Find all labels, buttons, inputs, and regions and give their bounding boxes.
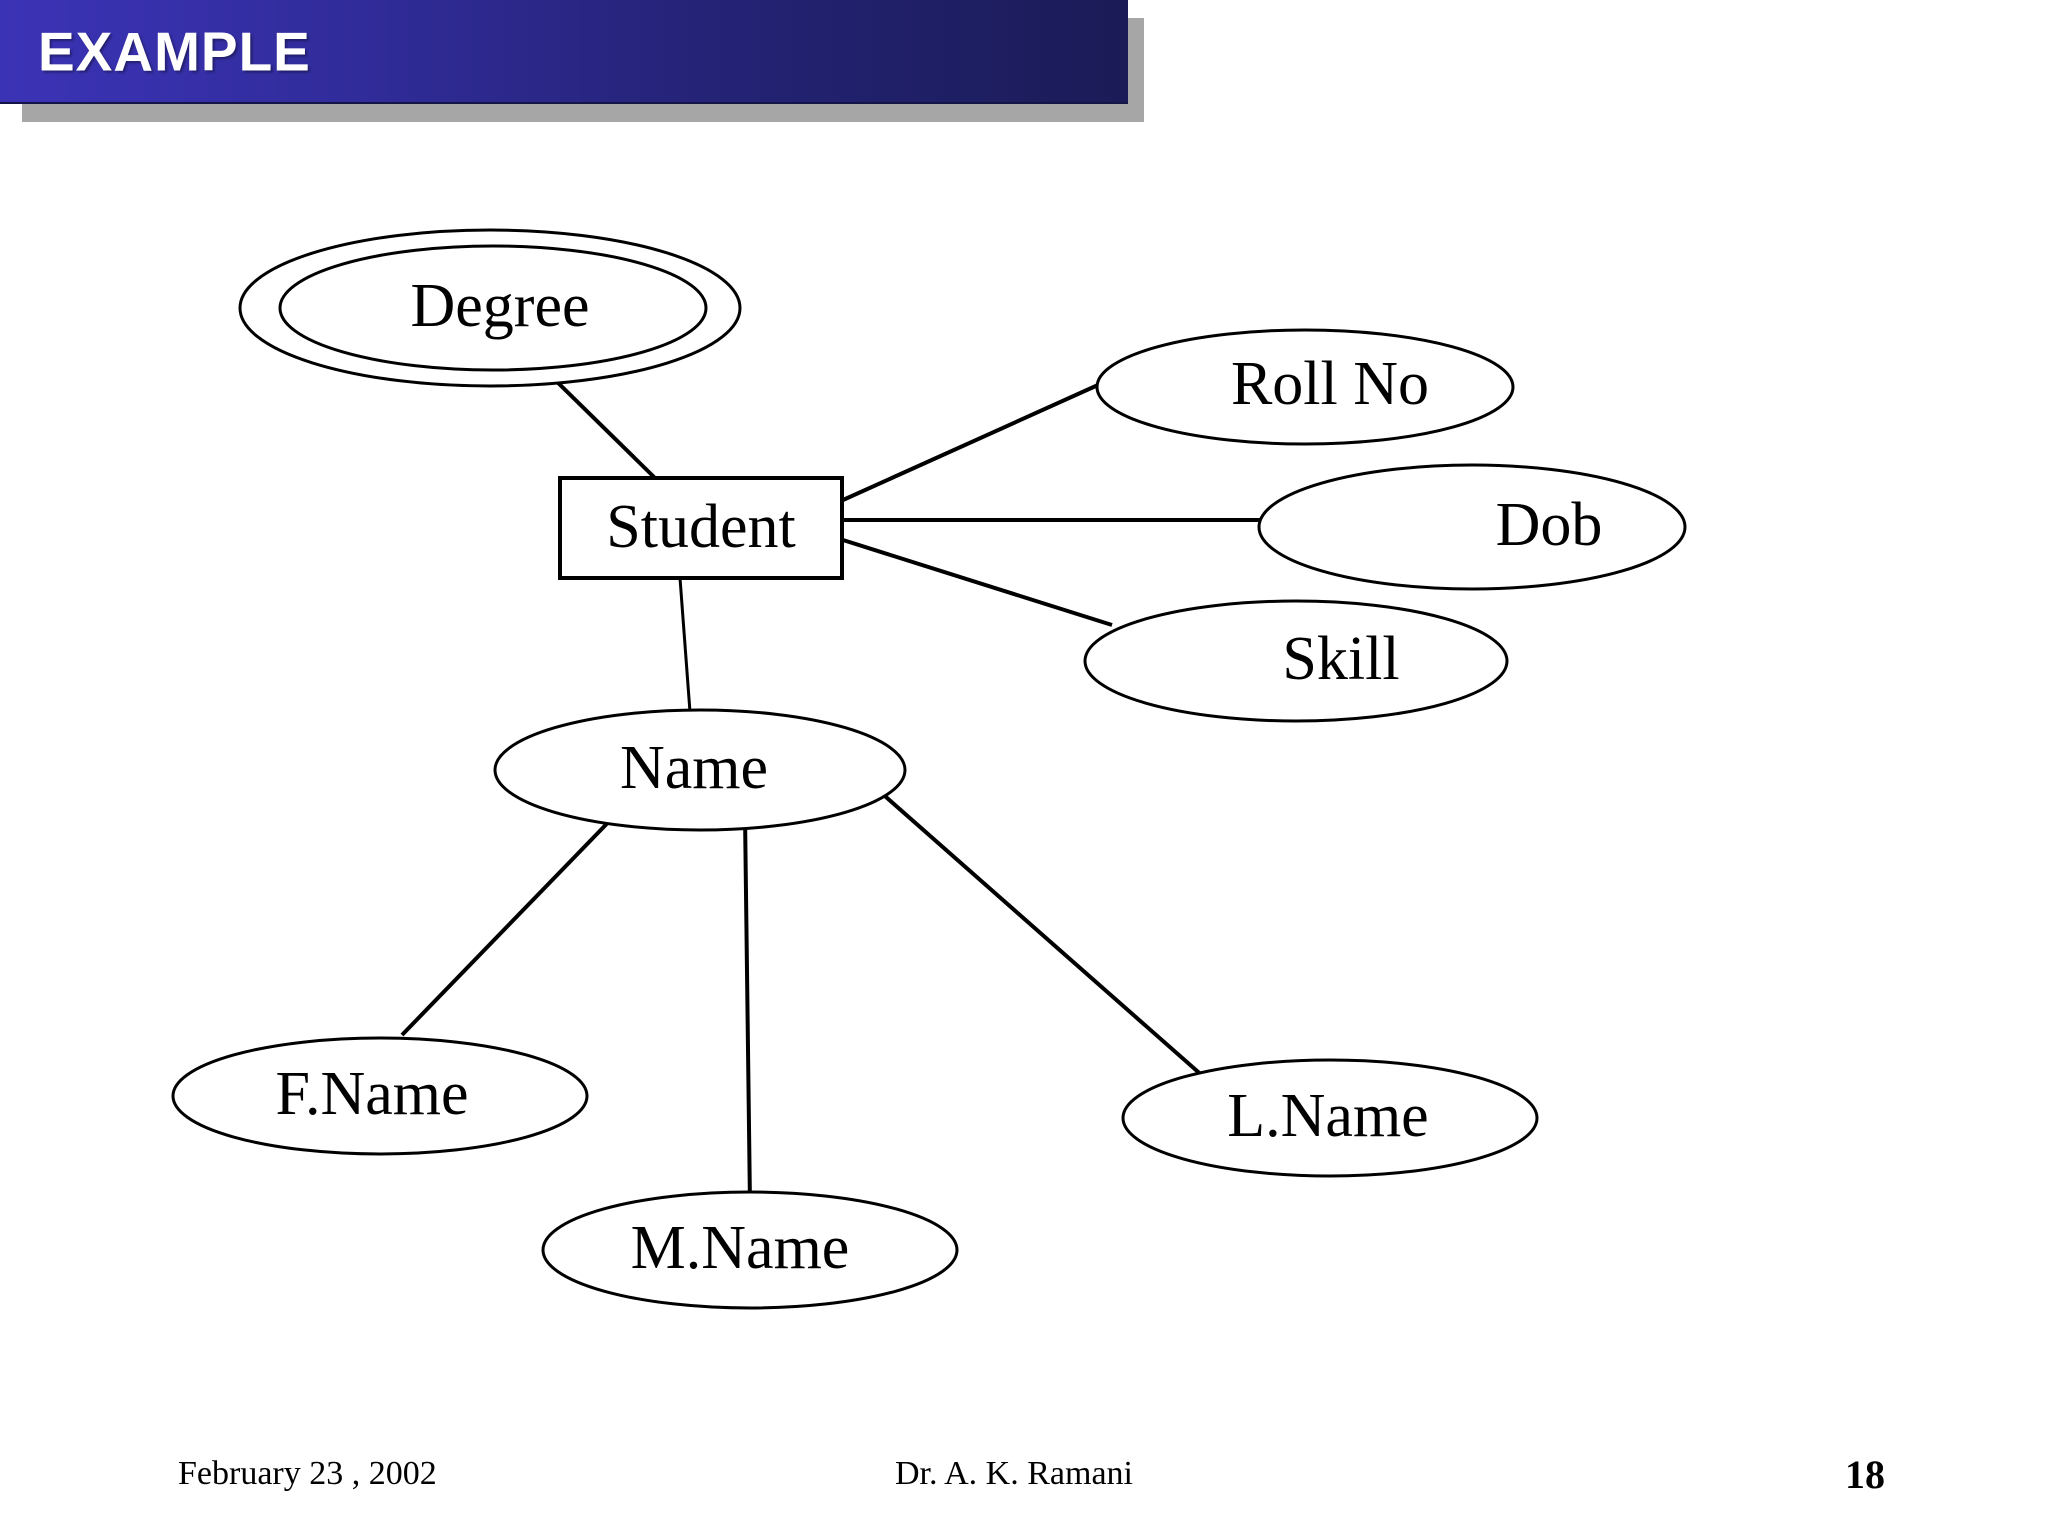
attribute-node-name[interactable]: Name [493,708,907,832]
footer-page-number: 18 [1845,1452,1885,1497]
connector-degree-student [545,370,657,480]
connector-name-lname [876,788,1207,1080]
attribute-node-dob[interactable]: Dob [1257,463,1687,591]
degree-label: Degree [411,272,590,340]
footer-date: February 23 , 2002 [178,1455,437,1492]
student-rectangle [558,476,844,580]
m-name-ellipse [541,1190,959,1310]
connector-name-fname [400,803,627,1037]
connector-lines [400,370,1262,1206]
slide-footer: February 23 , 2002 Dr. A. K. Ramani 18 [0,1452,2048,1525]
attribute-node-skill[interactable]: Skill [1083,599,1509,723]
connector-student-skill [842,538,1113,627]
attribute-node-m-name[interactable]: M.Name [541,1190,959,1310]
f-name-ellipse [171,1036,589,1156]
entity-node-student[interactable]: Student [558,476,844,580]
l-name-label: L.Name [1227,1082,1428,1150]
f-name-label: F.Name [275,1060,468,1128]
m-name-label: M.Name [631,1214,850,1282]
attribute-node-f-name[interactable]: F.Name [171,1036,589,1156]
roll-no-label: Roll No [1231,350,1429,418]
skill-ellipse [1083,599,1509,723]
attribute-node-degree[interactable]: Degree [238,228,742,388]
attribute-node-roll-no[interactable]: Roll No [1095,328,1515,446]
attribute-node-l-name[interactable]: L.Name [1121,1058,1539,1178]
name-label: Name [620,734,768,802]
degree-inner-ellipse [278,244,708,372]
page-title: EXAMPLE [38,20,311,83]
skill-label: Skill [1282,625,1399,693]
student-label: Student [606,493,795,561]
dob-ellipse [1257,463,1687,591]
dob-label: Dob [1496,491,1603,559]
roll-no-ellipse [1095,328,1515,446]
connector-student-rollno [842,383,1099,502]
connector-name-mname [743,814,752,1206]
slide-title-bar: EXAMPLE [0,0,1128,104]
name-ellipse [493,708,907,832]
l-name-ellipse [1121,1058,1539,1178]
footer-author: Dr. A. K. Ramani [895,1455,1133,1492]
connector-student-name [678,577,692,713]
